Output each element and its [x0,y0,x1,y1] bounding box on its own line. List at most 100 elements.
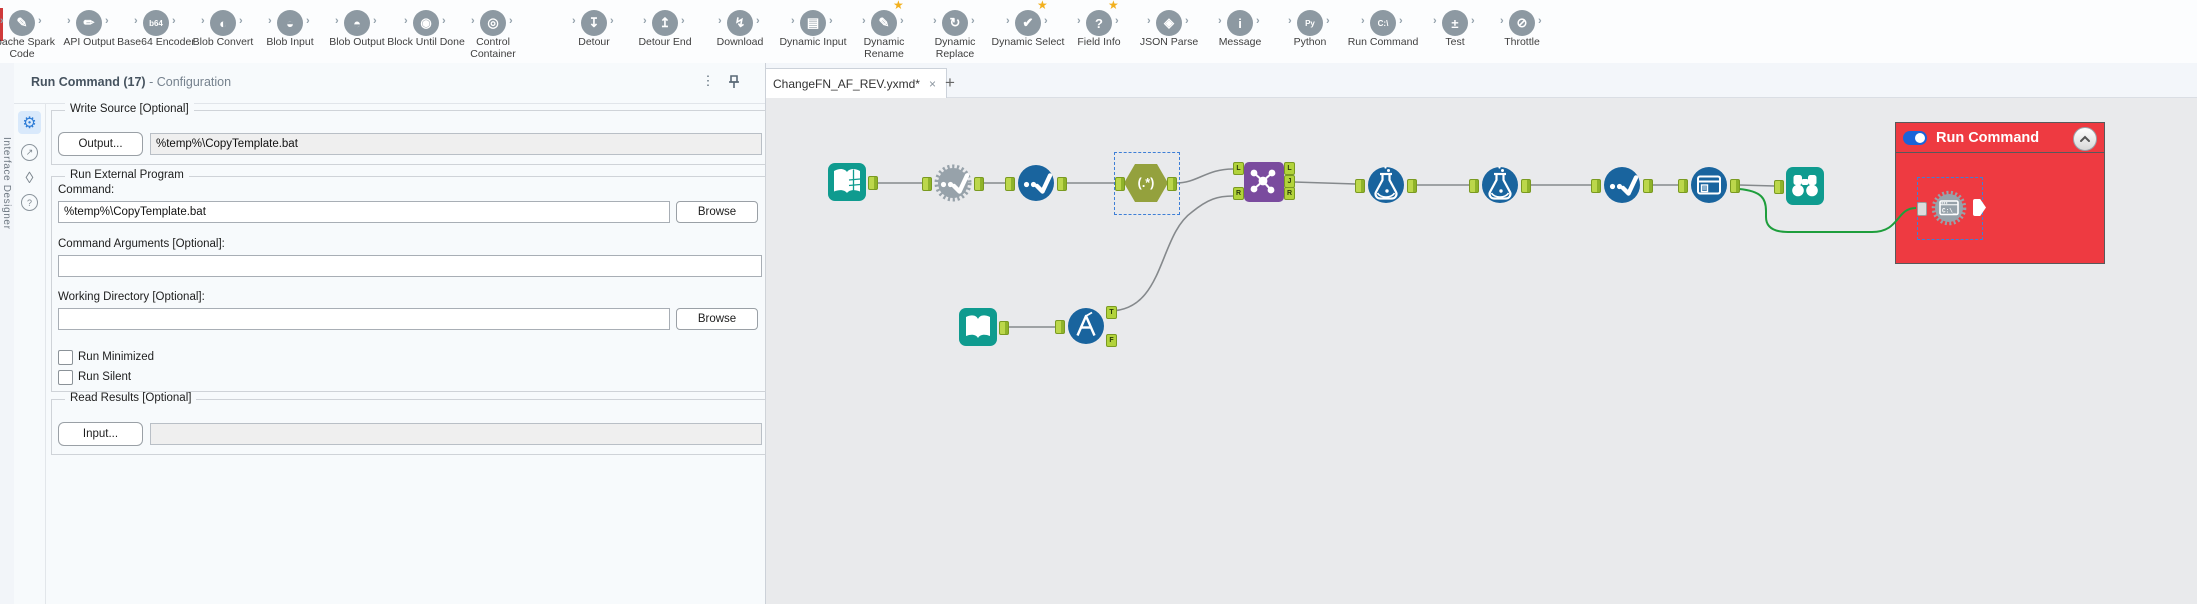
read-results-field[interactable] [150,423,762,445]
node-browse[interactable] [1774,164,1827,208]
anchor-chevron-icon: › [0,15,4,27]
palette-tool-blob-convert[interactable]: ›◐›Blob Convert [183,0,263,62]
run-silent-checkbox[interactable] [58,370,73,385]
palette-tool-field-info[interactable]: ›?›★Field Info [1059,0,1139,62]
tool-icon: ◈ [1156,10,1182,36]
write-source-path-field[interactable] [150,133,762,155]
container-collapse-button[interactable] [2073,127,2097,151]
interface-designer-tab[interactable]: Interface Designer [1,137,12,230]
tool-label: Detour [578,36,610,48]
palette-tool-dynamic-rename[interactable]: ›✎›★Dynamic Rename [844,0,924,62]
palette-tool-dynamic-select[interactable]: ›✔›★Dynamic Select [988,0,1068,62]
command-label: Command: [58,184,115,196]
anchor [974,177,984,191]
run-minimized-checkbox[interactable] [58,350,73,365]
run-external-program-section: Run External Program [51,169,766,392]
node-input-data[interactable] [825,160,878,204]
tool-label: Blob Convert [192,36,254,48]
node-unique-1[interactable] [1005,161,1067,205]
palette-tool-blob-output[interactable]: ›◓›Blob Output [317,0,397,62]
anchor-chevron-icon: › [862,15,866,27]
palette-tool-control-container[interactable]: ›◎›Control Container [453,0,533,62]
anchor [1055,320,1065,334]
new-tab-button[interactable]: + [945,72,955,92]
tool-icon: ± [1442,10,1468,36]
tool-icon: b64 [143,10,169,36]
node-formula-2[interactable] [1469,163,1531,207]
node-run-command-tool[interactable]: C:\_ [1917,186,1986,230]
palette-tool-blob-input[interactable]: ›◒›Blob Input [250,0,330,62]
tab-close-icon[interactable]: × [928,76,936,91]
chevron-up-icon [2080,135,2090,142]
tag-icon[interactable]: ◊ [25,169,34,187]
palette-tool-api-output[interactable]: ›✏›API Output [49,0,129,62]
panel-menu-icon[interactable]: ⋮ [701,73,715,88]
pin-icon[interactable] [725,73,745,93]
palette-tool-python[interactable]: ›Py›Python [1270,0,1350,62]
palette-tool-block-until-done[interactable]: ›◉›Block Until Done [386,0,466,62]
input-button[interactable]: Input... [58,422,143,446]
anchor-F: F [1106,334,1117,347]
tool-label: API Output [63,36,115,48]
palette-tool-detour[interactable]: ›↧›Detour [554,0,634,62]
help-icon[interactable]: ? [18,191,41,214]
palette-tool-dynamic-input[interactable]: ›▤›Dynamic Input [773,0,853,62]
configuration-tab-icon[interactable]: ⚙ [18,111,41,134]
palette-tool-dynamic-replace[interactable]: ›↻›Dynamic Replace [915,0,995,62]
anchor [1521,179,1531,193]
palette-tool-detour-end[interactable]: ›↥›Detour End [625,0,705,62]
anchor-chevron-icon: › [643,15,647,27]
tool-icon: ↯ [727,10,753,36]
tool-label: Block Until Done [387,36,465,48]
tool-icon: ▤ [800,10,826,36]
node-formula-1[interactable] [1355,163,1417,207]
palette-tool-message[interactable]: ›i›Message [1200,0,1280,62]
tool-icon: ✎ [9,10,35,36]
palette-tool-run-command[interactable]: ›C:\›Run Command [1343,0,1423,62]
tool-icon: ◒ [277,10,303,36]
node-regex[interactable]: (.*) [1115,161,1177,205]
node-input-book[interactable] [956,305,1009,349]
palette-tool-apache-spark-code[interactable]: ›✎›Apache Spark Code [0,0,62,62]
workflow-shortcut-icon[interactable]: ↗ [18,141,41,164]
anchor-chevron-icon: › [971,15,975,27]
palette-tool-throttle[interactable]: ›⊘›Throttle [1482,0,1562,62]
node-macro-check[interactable] [922,161,984,205]
anchor-T: T [1106,306,1117,319]
anchor [1973,199,1986,216]
favorite-star-icon: ★ [1037,0,1048,12]
anchor-chevron-icon: › [134,15,138,27]
container-enabled-toggle[interactable] [1903,130,1927,145]
working-directory-field[interactable] [58,308,670,330]
tool-container-run-command[interactable]: Run Command [1895,122,2105,264]
working-directory-label: Working Directory [Optional]: [58,291,205,303]
favorite-star-icon: ★ [893,0,904,12]
palette-tool-download[interactable]: ›↯›Download [700,0,780,62]
palette-tool-base64-encoder[interactable]: ›b64›Base64 Encoder [116,0,196,62]
output-button[interactable]: Output... [58,132,143,156]
browse-workdir-button[interactable]: Browse [676,308,758,330]
browse-command-button[interactable]: Browse [676,201,758,223]
tool-icon: ↻ [942,10,968,36]
command-arguments-field[interactable] [58,255,762,277]
node-unique-2[interactable] [1591,163,1653,207]
command-field[interactable] [58,201,670,223]
anchor-chevron-icon: › [756,15,760,27]
anchor [1469,179,1479,193]
anchor-R: R [1233,187,1244,200]
palette-tool-test[interactable]: ›±›Test [1415,0,1495,62]
anchor-L: L [1284,162,1295,175]
anchor-chevron-icon: › [1185,15,1189,27]
tab-workflow[interactable]: ChangeFN_AF_REV.yxmd* × [762,68,947,98]
node-report-window[interactable] [1678,163,1740,207]
anchor-chevron-icon: › [1044,15,1048,27]
anchor-chevron-icon: › [442,15,446,27]
tab-title: ChangeFN_AF_REV.yxmd* [773,76,920,91]
anchor-chevron-icon: › [239,15,243,27]
tool-icon: i [1227,10,1253,36]
tool-icon: ◉ [413,10,439,36]
palette-tool-json-parse[interactable]: ›◈›JSON Parse [1129,0,1209,62]
configuration-title: Run Command (17) - Configuration [31,75,232,89]
